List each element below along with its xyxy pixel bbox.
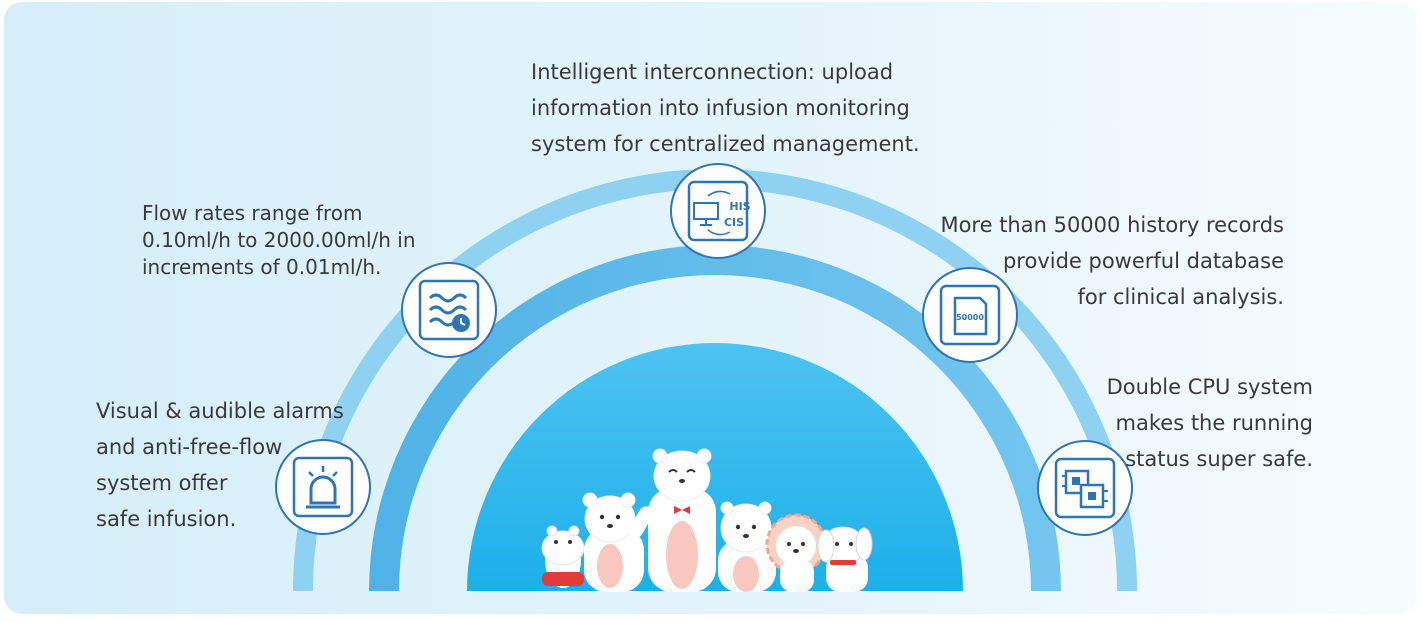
polar-bear-medium bbox=[718, 501, 776, 592]
flow-rate-icon bbox=[401, 262, 497, 358]
feature-history-text: More than 50000 history records provide … bbox=[940, 213, 1284, 309]
feature-flow-text: Flow rates range from 0.10ml/h to 2000.0… bbox=[142, 201, 416, 279]
feature-alarm-text: Visual & audible alarms and anti-free-fl… bbox=[96, 399, 344, 531]
history-records-icon: 50000 bbox=[922, 267, 1018, 363]
cis-label: CIS bbox=[724, 216, 744, 229]
polar-bear-tall bbox=[648, 448, 716, 592]
his-label: HIS bbox=[729, 200, 750, 213]
lion-character bbox=[765, 513, 827, 592]
polar-bear-small bbox=[582, 492, 653, 592]
feature-cpu-text: Double CPU system makes the running stat… bbox=[1106, 375, 1313, 471]
records-count-label: 50000 bbox=[956, 313, 984, 322]
double-cpu-icon bbox=[1037, 440, 1133, 536]
his-cis-network-icon: HIS CIS bbox=[670, 163, 766, 259]
feature-interconnection-text: Intelligent interconnection: upload info… bbox=[531, 60, 920, 156]
hippo-character bbox=[541, 525, 585, 588]
alarm-light-icon bbox=[275, 439, 371, 535]
dog-character bbox=[817, 526, 873, 592]
cartoon-characters bbox=[541, 448, 873, 592]
